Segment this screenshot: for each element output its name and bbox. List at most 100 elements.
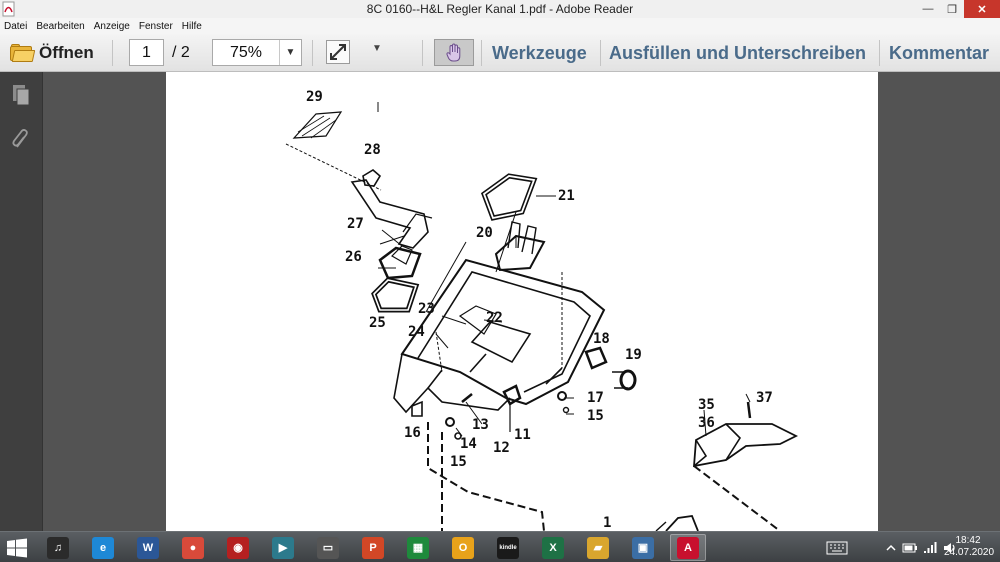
expand-icon xyxy=(330,44,346,60)
kindle-icon: kindle xyxy=(497,536,519,559)
exploded-parts-drawing: 29 28 21 27 20 26 25 23 22 24 18 19 17 1… xyxy=(285,89,799,531)
toolbar-divider xyxy=(481,40,482,66)
callout-20: 20 xyxy=(476,225,493,241)
open-button[interactable]: Öffnen xyxy=(10,41,94,65)
taskbar-app-button[interactable]: ◉ xyxy=(220,534,256,561)
menu-bar: Datei Bearbeiten Anzeige Fenster Hilfe xyxy=(0,18,1000,34)
open-label: Öffnen xyxy=(39,43,94,62)
taskbar-app-button[interactable]: ▶ xyxy=(265,534,301,561)
menu-datei[interactable]: Datei xyxy=(4,20,28,32)
callout-27: 27 xyxy=(347,216,364,232)
menu-hilfe[interactable]: Hilfe xyxy=(181,20,202,32)
callout-22: 22 xyxy=(486,310,503,326)
callout-11: 11 xyxy=(514,427,531,443)
clock-date: 24.07.2020 xyxy=(944,547,995,558)
taskbar-app-button[interactable]: ▭ xyxy=(310,534,346,561)
callout-19: 19 xyxy=(625,347,642,363)
full-screen-button[interactable] xyxy=(326,40,350,64)
toolbar-divider xyxy=(422,40,423,66)
system-tray xyxy=(826,532,958,562)
chevron-down-icon[interactable]: ▼ xyxy=(279,40,301,65)
menu-anzeige[interactable]: Anzeige xyxy=(93,20,130,32)
taskbar-app-button[interactable]: ▦ xyxy=(400,534,436,561)
menu-fenster[interactable]: Fenster xyxy=(138,20,173,32)
more-tools-button[interactable]: ▼ xyxy=(372,43,382,54)
toolbar-divider xyxy=(600,40,601,66)
callout-36: 36 xyxy=(698,415,715,431)
taskbar-app-button[interactable]: P xyxy=(355,534,391,561)
page-number-input[interactable]: 1 xyxy=(129,39,164,66)
taskbar-app-button[interactable]: O xyxy=(445,534,481,561)
speaker-icon[interactable] xyxy=(942,541,958,555)
project-icon: ▦ xyxy=(407,536,429,559)
page-thumbnails-button[interactable] xyxy=(10,82,32,108)
attachments-button[interactable] xyxy=(10,126,32,152)
laptop-icon: ▭ xyxy=(317,536,339,559)
callout-37: 37 xyxy=(756,390,773,406)
callout-18: 18 xyxy=(593,331,610,347)
callout-1: 1 xyxy=(603,515,611,531)
callout-35: 35 xyxy=(698,397,715,413)
toolbar-divider xyxy=(879,40,880,66)
hand-icon xyxy=(446,42,461,61)
callout-23: 23 xyxy=(418,301,435,317)
media-player-icon: ▶ xyxy=(272,536,294,559)
battery-icon[interactable] xyxy=(902,541,918,555)
zoom-select[interactable]: 75% ▼ xyxy=(212,39,302,66)
powerpoint-icon: P xyxy=(362,536,384,559)
hand-tool-button[interactable] xyxy=(434,39,474,66)
navigation-pane xyxy=(0,72,43,531)
maximize-button[interactable]: ❐ xyxy=(947,3,957,16)
photo-viewer-icon: ▣ xyxy=(632,536,654,559)
taskbar-app-button[interactable]: e xyxy=(85,534,121,561)
tools-link[interactable]: Werkzeuge xyxy=(492,43,587,63)
callout-14: 14 xyxy=(460,436,477,452)
pages-icon xyxy=(13,85,30,106)
paperclip-icon xyxy=(12,129,28,148)
callout-25: 25 xyxy=(369,315,386,331)
clock-time: 18:42 xyxy=(955,535,981,546)
word-icon: W xyxy=(137,536,159,559)
outlook-icon: O xyxy=(452,536,474,559)
taskbar-app-button[interactable]: ▰ xyxy=(580,534,616,561)
callout-28: 28 xyxy=(364,142,381,158)
folder-icon xyxy=(10,44,36,62)
callout-24: 24 xyxy=(408,324,425,340)
callout-16: 16 xyxy=(404,425,421,441)
windows-start-icon[interactable] xyxy=(6,538,28,558)
audio-app-icon: ◉ xyxy=(227,536,249,559)
pdf-page: 29 28 21 27 20 26 25 23 22 24 18 19 17 1… xyxy=(166,72,878,531)
taskbar-app-button[interactable]: ● xyxy=(175,534,211,561)
callout-15: 15 xyxy=(587,408,604,424)
callout-17: 17 xyxy=(587,390,604,406)
menu-bearbeiten[interactable]: Bearbeiten xyxy=(36,20,85,32)
callout-13: 13 xyxy=(472,417,489,433)
fill-and-sign-link[interactable]: Ausfüllen und Unterschreiben xyxy=(609,43,867,63)
camera-app-icon: ● xyxy=(182,536,204,559)
network-icon[interactable] xyxy=(922,541,938,555)
callout-29: 29 xyxy=(306,89,323,105)
excel-icon: X xyxy=(542,536,564,559)
internet-explorer-icon: e xyxy=(92,536,114,559)
taskbar-app-button[interactable]: ♫ xyxy=(40,534,76,561)
adobe-reader-icon xyxy=(2,1,15,17)
taskbar-app-button[interactable]: A xyxy=(670,534,706,561)
callout-15-lower: 15 xyxy=(450,454,467,470)
clock[interactable]: 18:42 24.07.2020 xyxy=(944,535,995,559)
minimize-button[interactable]: — xyxy=(922,3,934,15)
toolbar-divider xyxy=(112,40,113,66)
adobe-reader-icon: A xyxy=(677,536,699,559)
title-bar: 8C 0160--H&L Regler Kanal 1.pdf - Adobe … xyxy=(0,0,1000,18)
page-total: / 2 xyxy=(172,44,190,61)
taskbar-app-button[interactable]: kindle xyxy=(490,534,526,561)
chevron-up-icon[interactable] xyxy=(884,541,898,555)
taskbar-app-button[interactable]: ▣ xyxy=(625,534,661,561)
close-button[interactable]: ✕ xyxy=(964,0,1000,18)
document-view[interactable]: 29 28 21 27 20 26 25 23 22 24 18 19 17 1… xyxy=(43,72,1000,531)
taskbar-app-button[interactable]: W xyxy=(130,534,166,561)
comment-link[interactable]: Kommentar xyxy=(889,43,990,63)
taskbar-app-button[interactable]: X xyxy=(535,534,571,561)
keyboard-icon[interactable] xyxy=(826,541,848,555)
itunes-icon: ♫ xyxy=(47,536,69,559)
